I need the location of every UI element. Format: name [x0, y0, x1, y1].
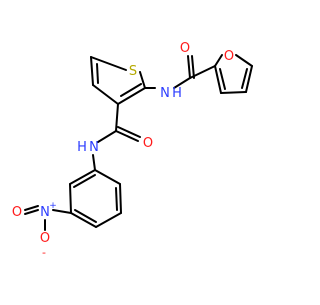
bond-c4-c5-inner	[96, 63, 99, 84]
bond-c3-c2	[117, 87, 146, 105]
bond-c-furanc2	[189, 65, 216, 79]
bond-nitro-o-left-1	[24, 205, 39, 211]
structure-canvas: S N H O O O N H N + O O -	[12, 41, 253, 259]
nitro-nitrogen-atom: N	[40, 205, 50, 220]
bond-n-c	[173, 77, 191, 89]
bond-c-o-top-2	[191, 55, 195, 79]
bond-ph-2	[119, 183, 122, 214]
bond-ph-2-inner	[115, 187, 118, 211]
bond-cmid-o-2	[117, 126, 141, 138]
bond-nitro-o-left-2	[24, 209, 39, 215]
hydrogen-atom-left: H	[77, 140, 87, 155]
bond-ph-3	[95, 212, 122, 228]
bond-ph-1	[94, 169, 121, 185]
bond-furan-c3-c2	[214, 65, 222, 94]
bond-ph-6	[69, 169, 96, 185]
atom-labels: S N H O O O N H N + O O -	[12, 41, 234, 259]
bond-c2-s1	[139, 71, 146, 89]
bond-n-phenyl	[92, 154, 96, 171]
bond-furan-c3-c2-inner	[219, 68, 226, 90]
bond-c-o-top-1	[187, 55, 191, 79]
nitro-oxygen-bottom: O	[40, 231, 50, 246]
oxygen-atom-middle: O	[143, 136, 153, 151]
oxygen-atom-top: O	[180, 41, 190, 56]
furan-oxygen-atom: O	[224, 49, 234, 64]
bond-furan-c2-o	[214, 54, 223, 67]
bond-ph-4	[70, 212, 97, 228]
bond-furan-c4-c3	[220, 91, 247, 94]
bond-furan-c5-c4-inner	[241, 68, 248, 89]
bond-furan-o-c5	[235, 54, 253, 67]
bond-c4-c5	[90, 56, 94, 86]
hydrogen-atom-top: H	[172, 86, 182, 101]
bond-ph-6-inner	[73, 174, 96, 188]
nitrogen-atom-left: N	[89, 140, 99, 155]
nitro-oxygen-left: O	[12, 205, 22, 220]
bond-ph-5	[69, 183, 72, 214]
bond-c4-s1	[90, 56, 127, 71]
bond-lines	[24, 54, 253, 231]
nitro-charge-plus: +	[49, 201, 57, 211]
nitro-charge-minus: -	[42, 246, 46, 259]
bond-c3-cmid	[115, 103, 119, 132]
bond-furan-c5-c4	[245, 65, 253, 93]
nitrogen-atom-top: N	[160, 86, 170, 101]
bond-c3-c2-inner	[120, 83, 142, 97]
molecule-structure: S N H O O O N H N + O O -	[12, 41, 253, 259]
bond-ph-nitro	[52, 209, 72, 214]
bond-ph-4-inner	[74, 209, 97, 223]
bond-cmid-n	[97, 130, 117, 143]
bond-c5-c3	[92, 84, 119, 105]
sulfur-atom: S	[129, 64, 137, 79]
bond-cmid-o-1	[115, 130, 139, 142]
